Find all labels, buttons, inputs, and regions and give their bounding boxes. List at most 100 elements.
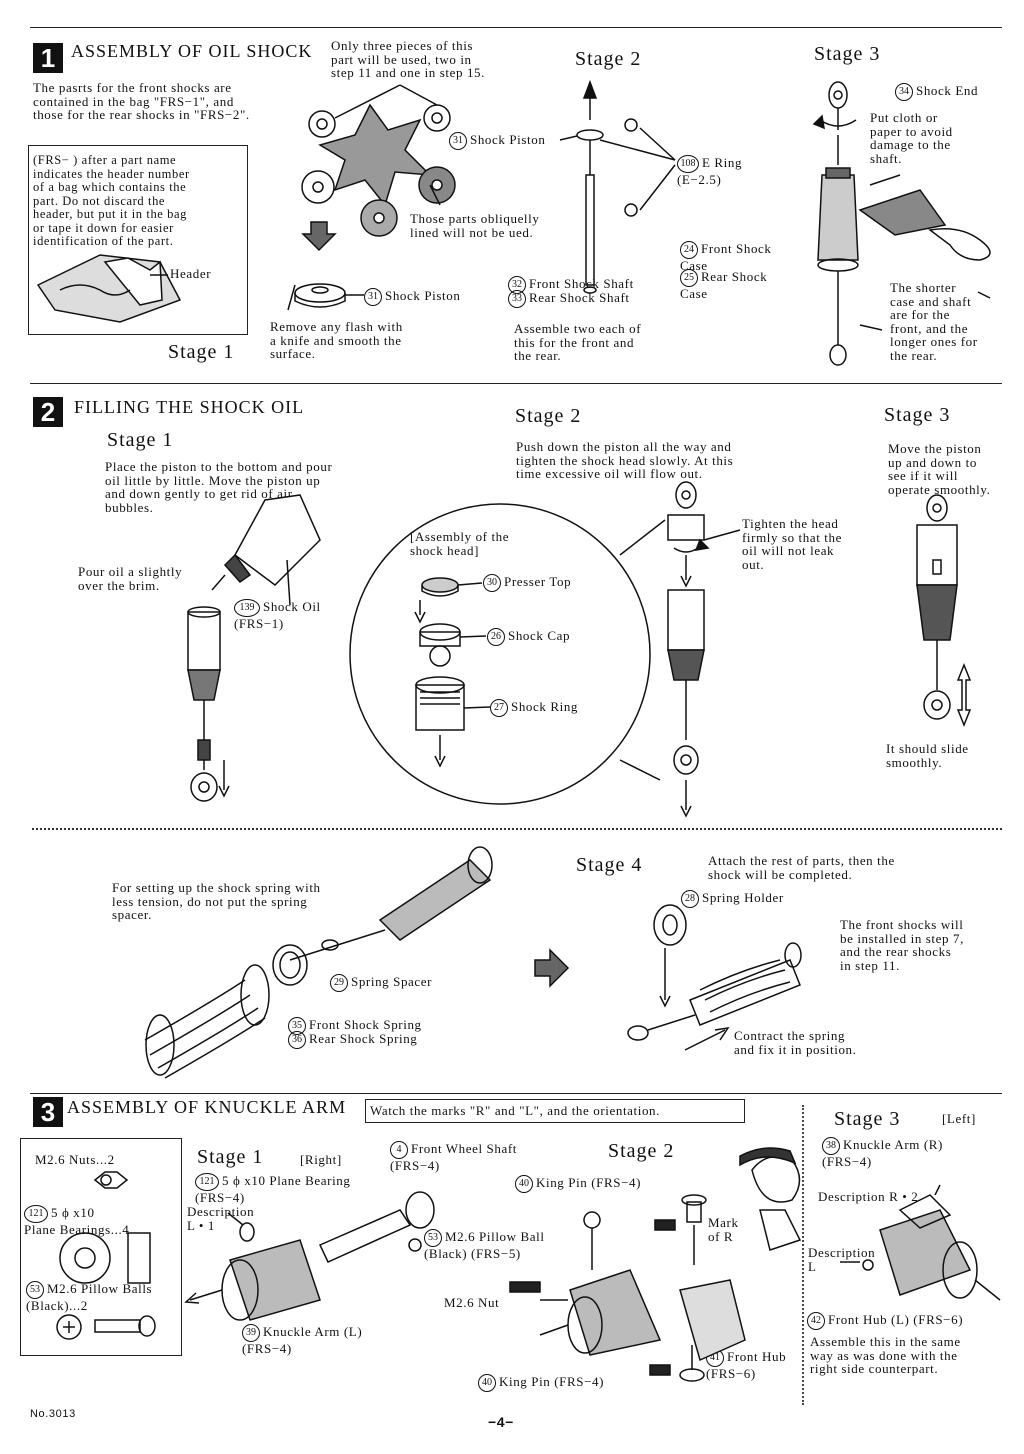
s3-stage3-title: Stage 3	[834, 1108, 901, 1130]
piston-sprue-illustration	[301, 84, 456, 237]
contract-note: Contract the spring and fix it in positi…	[734, 1028, 857, 1057]
header-label: Header	[170, 266, 212, 281]
part-name: Rear Shock Shaft	[529, 289, 630, 305]
s1-stage1-title: Stage 1	[168, 341, 235, 363]
description-l: Description L	[808, 1245, 876, 1274]
part-name: 5 ϕ x10 Plane Bearings...4	[24, 1204, 130, 1237]
attach-note: Attach the rest of parts, then the shock…	[708, 853, 895, 882]
part-number-badge: 30	[483, 574, 501, 592]
s3-stage1-title: Stage 1	[197, 1146, 264, 1168]
right-arrow-icon	[534, 948, 570, 988]
part-number-badge: 34	[895, 83, 913, 101]
header-note-text: (FRS− ) after a part name indicates the …	[33, 153, 190, 248]
down-arrow-icon	[301, 221, 337, 252]
part-name: Presser Top	[504, 573, 572, 589]
part-number-badge: 29	[330, 974, 348, 992]
s2-stage3-text: Move the piston up and down to see if it…	[888, 441, 991, 497]
part-name: King Pin (FRS−4)	[536, 1174, 642, 1190]
s1-stage2-title: Stage 2	[575, 48, 642, 70]
part-name: M2.6 Pillow Balls (Black)...2	[26, 1280, 153, 1313]
parts-box-illustrations	[56, 1171, 156, 1340]
m26-nut-label: M2.6 Nut	[444, 1295, 500, 1310]
knuckle-arm-l-illustration	[184, 1191, 435, 1321]
s2-stage1-title: Stage 1	[107, 429, 174, 451]
s2-stage4-title: Stage 4	[576, 854, 643, 876]
part-name: King Pin (FRS−4)	[499, 1373, 605, 1389]
s2-stage2-text: Push down the piston all the way and tig…	[516, 439, 734, 481]
right-tag: [Right]	[300, 1152, 342, 1167]
section-3-rule	[30, 1093, 1002, 1094]
top-rule	[30, 27, 1002, 28]
part-name: Shock Ring	[511, 698, 579, 714]
s2-stage1-text: Place the piston to the bottom and pour …	[105, 459, 333, 515]
part-number-badge: 31	[449, 132, 467, 150]
shock-stage2-illustration	[667, 481, 741, 818]
part-name: Front Shock Case	[680, 240, 772, 273]
remove-flash-note: Remove any flash with a knife and smooth…	[270, 319, 403, 361]
assemble-same-note: Assemble this in the same way as was don…	[810, 1334, 961, 1376]
shock-case-illustration	[812, 81, 991, 366]
section-3-title: ASSEMBLY OF KNUCKLE ARM	[67, 1097, 347, 1117]
s1-stage3-title: Stage 3	[814, 43, 881, 65]
part-name: Front Shock Spring	[309, 1016, 422, 1032]
part-name: 5 ϕ x10 Plane Bearing (FRS−4)	[195, 1172, 351, 1205]
part-name: Knuckle Arm (R) (FRS−4)	[822, 1136, 943, 1169]
knuckle-stage2-illustration	[509, 1147, 802, 1382]
part-number-badge: 42	[807, 1312, 825, 1330]
piston-detail-illustration	[287, 283, 364, 311]
shorter-note: The shorter case and shaft are for the f…	[890, 280, 978, 363]
part-name: Front Hub (FRS−6)	[706, 1348, 787, 1381]
part-number-badge: 26	[487, 628, 505, 646]
section-1-title: ASSEMBLY OF OIL SHOCK	[71, 41, 313, 61]
description-l1: Description L • 1	[187, 1204, 255, 1233]
footer-code: No.3013	[30, 1408, 76, 1420]
spring-assembled-illustration	[627, 904, 802, 1051]
section-1-number: 1	[33, 43, 63, 73]
left-tag: [Left]	[942, 1111, 976, 1126]
watch-marks-box	[365, 1099, 745, 1123]
installed-note: The front shocks will be installed in st…	[840, 917, 964, 973]
assemble-two-note: Assemble two each of this for the front …	[514, 321, 642, 363]
part-name: Rear Shock Spring	[309, 1030, 418, 1046]
part-number-badge: 31	[364, 288, 382, 306]
page-number: −4−	[488, 1414, 514, 1430]
part-name: Shock Piston	[470, 131, 546, 147]
shaft-assembly-illustration	[559, 79, 676, 294]
part-name: E Ring (E−2.5)	[677, 154, 743, 187]
s2-stage2-title: Stage 2	[515, 405, 582, 427]
s3-stage2-title: Stage 2	[608, 1140, 675, 1162]
section-2-rule	[30, 383, 1002, 384]
part-name: Front Wheel Shaft (FRS−4)	[390, 1140, 517, 1173]
part-name: Shock End	[916, 82, 979, 98]
watch-marks-text: Watch the marks "R" and "L", and the ori…	[370, 1103, 661, 1118]
part-number-badge: 36	[288, 1031, 306, 1049]
knuckle-stage3-illustration	[840, 1184, 1001, 1301]
slide-note: It should slide smoothly.	[886, 741, 969, 770]
assembly-head-caption: [Assembly of the shock head]	[410, 529, 510, 558]
shock-body-stage1-illustration	[187, 606, 230, 802]
header-note-box	[28, 145, 248, 335]
cloth-note: Put cloth or paper to avoid damage to th…	[870, 110, 953, 166]
part-number-badge: 40	[478, 1374, 496, 1392]
part-name: Knuckle Arm (L) (FRS−4)	[242, 1323, 363, 1356]
